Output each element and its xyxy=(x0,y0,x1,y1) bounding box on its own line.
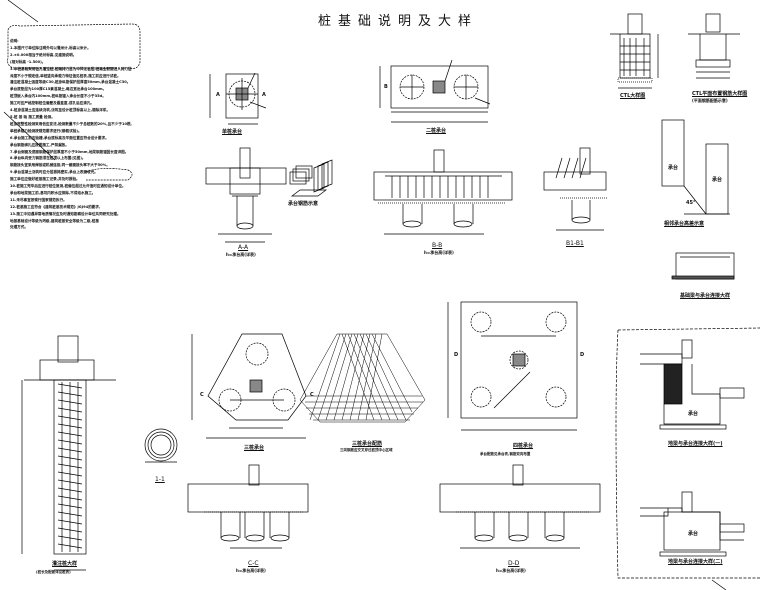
detail-frame xyxy=(615,327,760,579)
note-line: 施工时应严格控制桩位偏差及垂直度,成孔后应清孔。 xyxy=(10,101,95,106)
note-line: 4.桩身混凝土应连续浇筑,浇筑至设计桩顶标高以上,凿除浮浆。 xyxy=(10,108,111,113)
note-line: 3.本桩基础采用钻孔灌注桩,桩端持力层为中风化岩层,桩端全断面进入持力层 xyxy=(10,66,132,71)
leader-line-3 xyxy=(711,579,727,590)
general-notes: 说明: 1.本图尺寸单位除注明外均以毫米计,标高以米计。 2.±0.000相当于绝… xyxy=(10,38,142,231)
caption-section-b1b1: B1-B1 xyxy=(566,240,584,247)
four-pile-cap-plan xyxy=(447,301,578,431)
section-marker-b: B xyxy=(384,84,388,90)
note-line: 桩顶嵌入承台内100mm,桩纵筋锚入承台长度不小于35d。 xyxy=(10,94,106,99)
caption-ctl-alt: CTL平面布置钢筋大样图 xyxy=(692,91,748,97)
note-line: 6.承台施工前应验槽,承台底标高及平面位置应符合设计要求。 xyxy=(10,135,109,140)
section-marker-d-left: D xyxy=(454,352,459,358)
section-cc-drawing xyxy=(187,464,309,549)
sheet-title: 桩基础说明及大样 xyxy=(318,14,479,29)
note-line: 5.桩 基 础 施工质量 检测。 xyxy=(10,114,55,119)
note-line: 单桩承载力检测按规范要求进行(静载试验)。 xyxy=(10,128,82,133)
note-line: 承台和地梁施工前,基坑内积水应排除,不得泡水施工。 xyxy=(10,190,96,195)
section-dd-drawing xyxy=(439,464,601,549)
label-cap-2: 承台 xyxy=(712,177,723,183)
pile-cap-slope-diagram xyxy=(661,119,730,215)
note-three-pile-rebar: 三向钢筋应交叉穿过桩顶中心区域 xyxy=(340,448,393,452)
note-line: 灌注桩混凝土强度等级C30,桩身纵筋保护层厚度50mm,承台混凝土C30。 xyxy=(10,80,131,85)
caption-ground-beam: 基础梁与承台连接大样 xyxy=(680,293,731,299)
revision-cloud-2 xyxy=(85,168,133,181)
note-line: 8.承台纵向受力钢筋须在桩顶以上布置(见图)。 xyxy=(10,156,86,161)
section-bb-drawing xyxy=(373,149,513,235)
section-b1b1-drawing xyxy=(543,147,608,231)
label-cap-1: 承台 xyxy=(668,165,679,171)
note-line: 10.桩施工完毕后应进行桩位复测,桩偏位超过允许值时应通知设计单位。 xyxy=(10,184,126,189)
caption-single-pile-cap: 单桩承台 xyxy=(222,129,243,135)
ctl-section xyxy=(610,13,659,89)
note-four-pile-cap: 承台配筋见承台表,钢筋双向布置 xyxy=(480,452,531,456)
two-pile-cap-plan xyxy=(379,59,491,123)
note-line: 承台底垫层为100厚C15素混凝土,每边宽出承台100mm。 xyxy=(10,87,107,92)
note-line: 7.承台侧面及底面钢筋保护层厚度不小于50mm,地梁钢筋锚固长度详图。 xyxy=(10,149,129,154)
caption-ctl-section: CTL大样图 xyxy=(620,93,646,99)
subcaption-ctl-alt: (平面钢筋配筋示意) xyxy=(692,98,728,103)
caption-three-pile-cap: 三桩承台 xyxy=(244,445,265,451)
caption-section-11: 1-1 xyxy=(155,476,165,483)
caption-four-pile-cap: 四桩承台 xyxy=(513,443,534,449)
notes-heading: 说明: xyxy=(10,39,19,43)
section-marker-c-left: C xyxy=(200,392,204,398)
section-marker-d-right: D xyxy=(580,352,585,358)
caption-two-pile-cap: 二桩承台 xyxy=(426,128,447,134)
label-angle: 45° xyxy=(686,200,696,206)
rebar-shape-sketch xyxy=(289,159,333,197)
revision-cloud xyxy=(7,23,141,69)
caption-section-dd: D-D xyxy=(508,560,520,567)
note-line: 地基基础设计等级为丙级,建筑桩基安全等级为二级,桩基 xyxy=(10,218,99,223)
leader-line xyxy=(7,0,39,23)
subcaption-section-bb: h=承台高(详表) xyxy=(424,250,454,255)
label-beam-cap-2-cap: 承台 xyxy=(688,531,699,537)
note-line: (相对标高 -1.500)。 xyxy=(10,59,46,64)
beam-cap-1-drawing xyxy=(640,339,745,430)
note-line: 承台钢筋绑扎应按图施工,严禁漏放。 xyxy=(10,142,69,147)
section-marker-c-right: C xyxy=(310,392,314,398)
subcaption-section-cc: h=承台高(详表) xyxy=(236,568,266,573)
three-pile-cap-plan xyxy=(191,333,307,439)
caption-section-aa: A-A xyxy=(238,244,249,251)
notes-lines: 1.本图尺寸单位除注明外均以毫米计,标高以米计。 2.±0.000相当于绝对标高,… xyxy=(10,45,142,231)
note-line: 12.桩基施工应符合《建筑桩基技术规范》JGJ94的要求, xyxy=(10,204,101,209)
section-11-circle xyxy=(144,428,178,463)
subcaption-pile-detail: (桩长及配筋详见桩表) xyxy=(36,570,71,574)
note-line: 11.未尽事宜按现行国家规范执行。 xyxy=(10,197,67,202)
section-aa-drawing xyxy=(205,147,287,243)
note-line: 施工单位应做好桩基施工记录,并及时报验。 xyxy=(10,177,80,182)
caption-three-pile-rebar: 三桩承台配筋 xyxy=(352,441,383,447)
three-pile-rebar-drawing xyxy=(299,333,426,423)
note-line: 2.±0.000相当于绝对标高,见建施说明。 xyxy=(10,52,77,57)
section-marker-a-right: A xyxy=(262,92,266,98)
caption-beam-cap-2: 地梁与承台连接大样(二) xyxy=(668,559,723,565)
caption-slope: 相邻承台高差示意 xyxy=(664,221,705,227)
caption-section-cc: C-C xyxy=(248,560,259,567)
beam-cap-2-drawing xyxy=(640,491,745,557)
label-beam-cap-1-cap: 承台 xyxy=(688,411,699,417)
caption-beam-cap-1: 地梁与承台连接大样(一) xyxy=(668,441,723,447)
note-line: 9.承台混凝土浇筑时应分层振捣密实,承台上表面收光。 xyxy=(10,170,98,175)
pile-detail-drawing xyxy=(21,335,116,571)
note-line: 1.本图尺寸单位除注明外均以毫米计,标高以米计。 xyxy=(10,45,91,50)
single-pile-cap-plan xyxy=(209,72,267,125)
subcaption-section-aa: h=承台高(详表) xyxy=(226,252,256,257)
note-line: 钢筋接头宜采用焊接或机械连接,同一截面接头率不大于50%。 xyxy=(10,163,110,168)
caption-pile-detail: 灌注桩大样 xyxy=(52,561,78,567)
note-line: 处理方式。 xyxy=(10,225,28,230)
leader-line-2 xyxy=(3,111,56,161)
subcaption-section-dd: h=承台高(详表) xyxy=(496,568,526,573)
note-line: 深度不小于规定值,单桩竖向承载力特征值见桩表,施工前应进行试桩。 xyxy=(10,73,121,78)
ctl-alt-section xyxy=(688,13,740,79)
note-line: 桩身完整性检测采用低应变法,检测数量不少于总桩数的20%,且不少于10根, xyxy=(10,121,132,126)
section-marker-a-left: A xyxy=(216,92,220,98)
note-line: 13.施工中如遇异常地质情况应及时通知勘察设计单位共同研究处理。 xyxy=(10,211,121,216)
caption-section-bb: B-B xyxy=(432,242,443,249)
caption-rebar-sketch: 承台钢筋示意 xyxy=(288,201,319,207)
ground-beam-drawing xyxy=(671,252,735,280)
